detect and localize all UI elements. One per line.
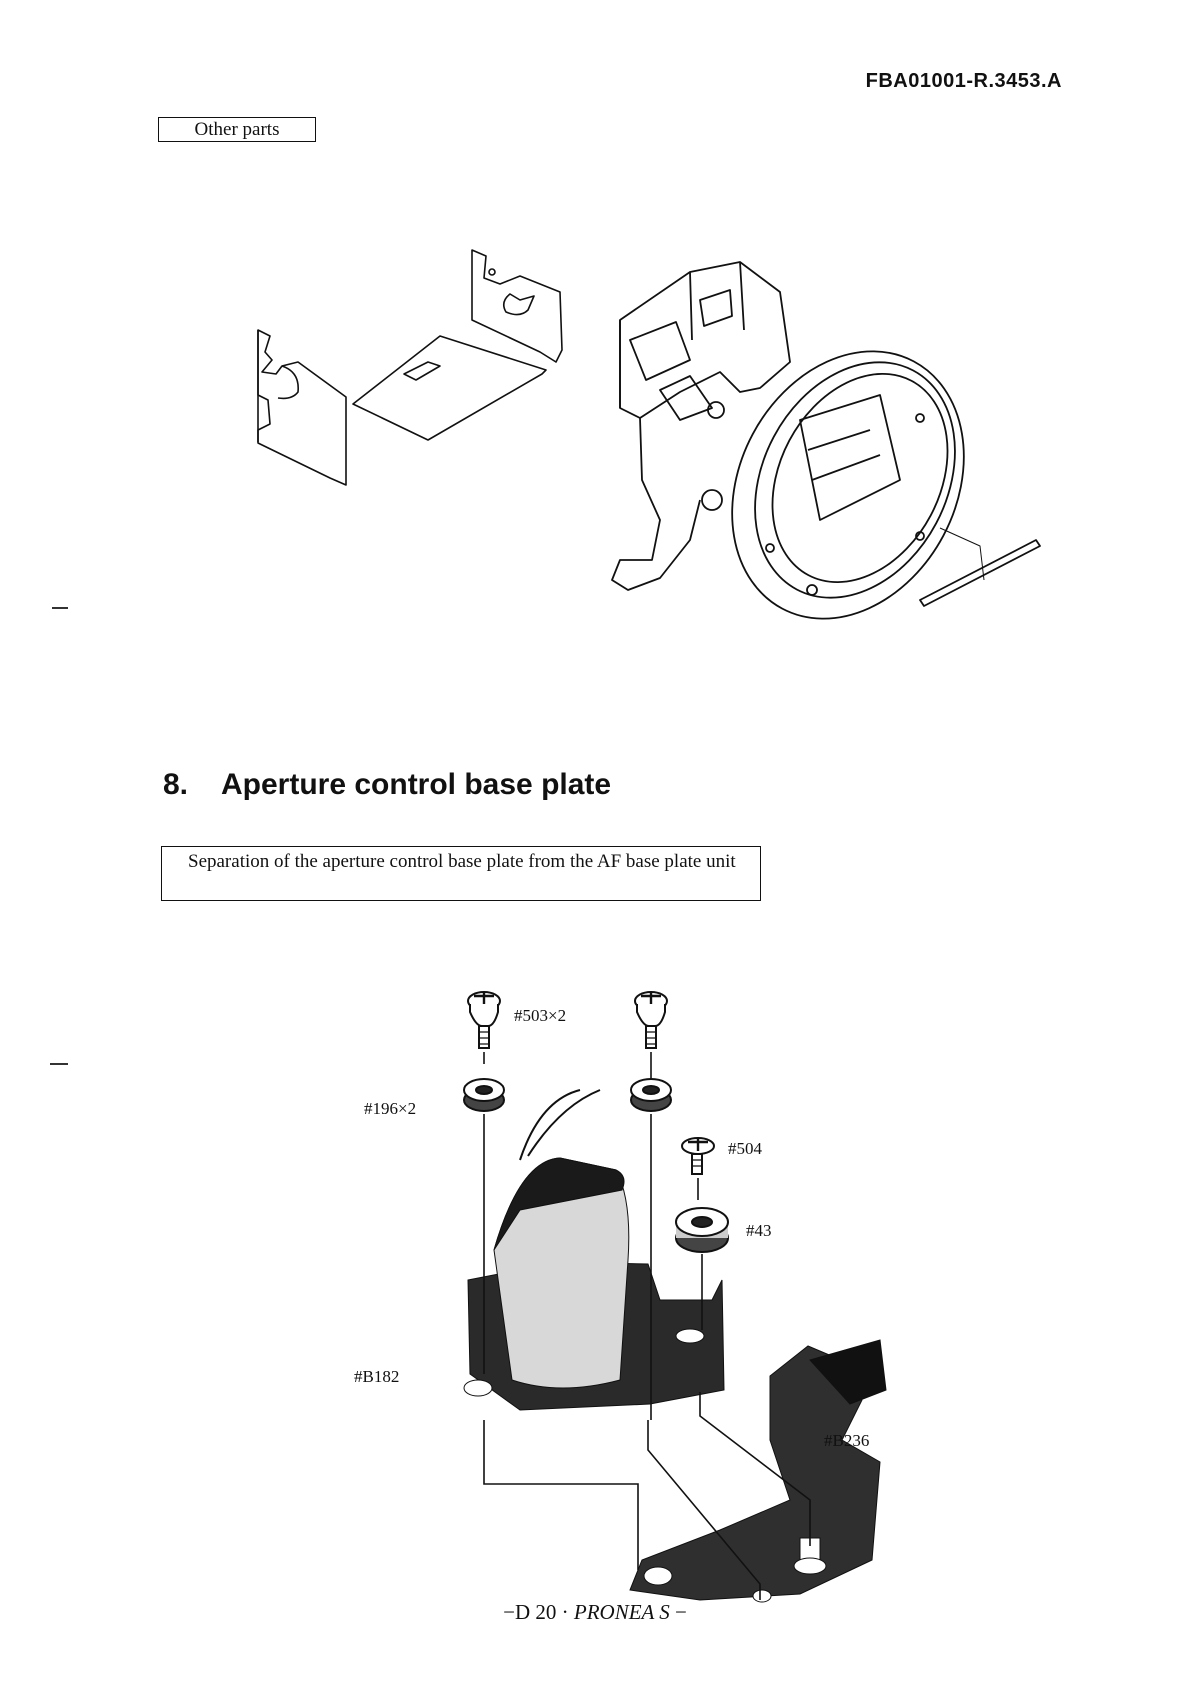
af-base-plate-unit: [464, 1090, 886, 1602]
label-504: #504: [728, 1139, 763, 1158]
screw-503-left: [468, 992, 500, 1048]
washer-196-left: [464, 1079, 504, 1111]
label-503: #503×2: [514, 1006, 566, 1025]
screw-504: [682, 1138, 714, 1174]
footer-end: −: [675, 1600, 687, 1624]
washer-43: [676, 1208, 728, 1252]
screw-503-right: [635, 992, 667, 1048]
page-footer: −D 20 · PRONEA S −: [0, 1600, 1190, 1625]
label-196: #196×2: [364, 1099, 416, 1118]
washer-196-right: [631, 1079, 671, 1111]
label-43: #43: [746, 1221, 772, 1240]
label-b236: #B236: [824, 1431, 869, 1450]
label-b182: #B182: [354, 1367, 399, 1386]
footer-model: PRONEA S: [574, 1600, 670, 1624]
footer-page: −D 20 ·: [503, 1600, 569, 1624]
